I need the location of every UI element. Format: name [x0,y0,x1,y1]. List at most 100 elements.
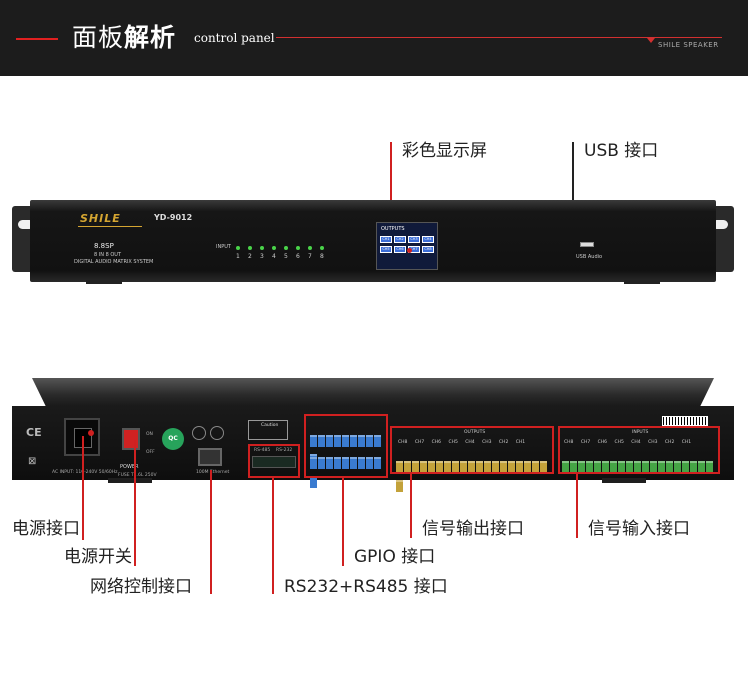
cert-icon [210,426,224,440]
header-marker-icon [647,38,655,43]
header-rule-left [16,38,58,40]
callout-gpio-port: GPIO 接口 [354,547,436,567]
rear-foot [108,478,152,483]
rear-foot [602,478,646,483]
product-io: 8 IN 8 OUT [94,252,121,258]
callout-line-power-switch [134,440,136,566]
highlight-serial [248,444,300,478]
input-led-7 [308,246,312,250]
rs232-label: RS-232 [276,448,293,453]
weee-icon: ⊠ [28,456,37,467]
brand-logo: SHILE [80,212,121,225]
barcode-icon [662,416,708,426]
switch-on-label: ON [146,432,153,437]
screen-channel: CH1 [380,236,392,243]
switch-off-label: OFF [146,450,155,455]
callout-line-output [410,474,412,538]
screen-channel: CH5 [380,246,392,253]
rack-hole-icon [712,220,728,229]
screen-channel: CH6 [394,246,406,253]
model-number: YD-9012 [154,213,193,222]
led-number: 3 [260,253,264,260]
product-name: 8.8SP [94,242,114,250]
front-foot [624,280,660,284]
led-number: 7 [308,253,312,260]
usb-label: USB Audio [576,254,603,260]
color-display-screen: OUTPUTS CH1 CH2 CH3 CH4 CH5 CH6 CH7 CH8 [376,222,438,270]
callout-usb-port: USB 接口 [584,141,659,161]
highlight-outputs [390,426,554,474]
header-brand: SHILE SPEAKER [658,41,719,49]
page-title: 面板解析 [72,22,176,54]
front-panel-body: SHILE YD-9012 8.8SP 8 IN 8 OUT DIGITAL A… [30,200,716,282]
header-band: 面板解析 control panel SHILE SPEAKER [0,0,748,76]
led-number: 1 [236,253,240,260]
product-description: DIGITAL AUDIO MATRIX SYSTEM [74,259,154,265]
front-panel: SHILE YD-9012 8.8SP 8 IN 8 OUT DIGITAL A… [12,200,734,284]
input-terminal-row [562,458,714,473]
serial-terminal [252,456,296,468]
rj45-port-icon [198,448,222,466]
input-channel-labels: CH8 CH7 CH6 CH5 CH4 CH3 CH2 CH1 [564,440,692,445]
callout-color-screen: 彩色显示屏 [402,141,487,161]
caution-label: Caution [248,420,288,440]
input-led-2 [248,246,252,250]
screen-channel: CH8 [422,246,434,253]
inputs-group-label: INPUTS [632,430,649,435]
led-number: 2 [248,253,252,260]
ce-mark: CE [26,426,42,439]
usb-port-icon [580,242,594,247]
callout-line-usb [572,142,574,244]
callout-line-network [210,470,212,594]
input-led-label: INPUT [216,244,231,250]
callout-dot-power [88,430,94,436]
callout-line-gpio [342,478,344,566]
gpio-terminal-row-1 [310,432,388,466]
page-subtitle: control panel [194,31,275,45]
caution-text: Caution [261,423,279,428]
output-terminal-row [396,458,554,492]
header-rule-right [276,37,722,38]
led-number: 8 [320,253,324,260]
input-led-6 [296,246,300,250]
screen-channel: CH3 [408,236,420,243]
screen-channel: CH4 [422,236,434,243]
rack-hole-icon [18,220,34,229]
callout-output-port: 信号输出接口 [422,519,524,539]
power-switch [122,428,140,450]
callout-line-serial [272,478,274,594]
callout-power-switch: 电源开关 [64,547,132,567]
rear-panel: CE ⊠ AC INPUT: 110-240V 50/60Hz ON OFF P… [12,378,734,492]
screen-title: OUTPUTS [381,226,405,232]
outputs-group-label: OUTPUTS [464,430,486,435]
front-foot [86,280,122,284]
input-led-5 [284,246,288,250]
title-bold: 解析 [124,23,177,52]
callout-input-port: 信号输入接口 [588,519,690,539]
led-number: 5 [284,253,288,260]
callout-network-port: 网络控制接口 [90,577,192,597]
rear-top-edge [32,378,714,406]
screen-channel: CH2 [394,236,406,243]
rj45-label: 100M Ethernet [196,470,230,475]
led-number: 4 [272,253,276,260]
rs485-label: RS-485 [254,448,271,453]
callout-line-input [576,474,578,538]
input-led-1 [236,246,240,250]
input-led-4 [272,246,276,250]
logo-underline [78,226,142,227]
title-light: 面板 [72,23,125,52]
output-channel-labels: CH8 CH7 CH6 CH5 CH4 CH3 CH2 CH1 [398,440,526,445]
led-number: 6 [296,253,300,260]
power-label: POWER [120,464,139,470]
input-led-3 [260,246,264,250]
qc-badge: QC [162,428,184,450]
callout-dot-screen [407,248,412,253]
ac-spec: AC INPUT: 110-240V 50/60Hz [52,470,118,475]
cert-icon [192,426,206,440]
highlight-gpio [304,414,388,478]
fuse-spec: FUSE T1.6L 250V [118,473,157,478]
highlight-inputs [558,426,720,474]
callout-serial-port: RS232+RS485 接口 [284,577,448,597]
callout-line-power-port [82,436,84,540]
